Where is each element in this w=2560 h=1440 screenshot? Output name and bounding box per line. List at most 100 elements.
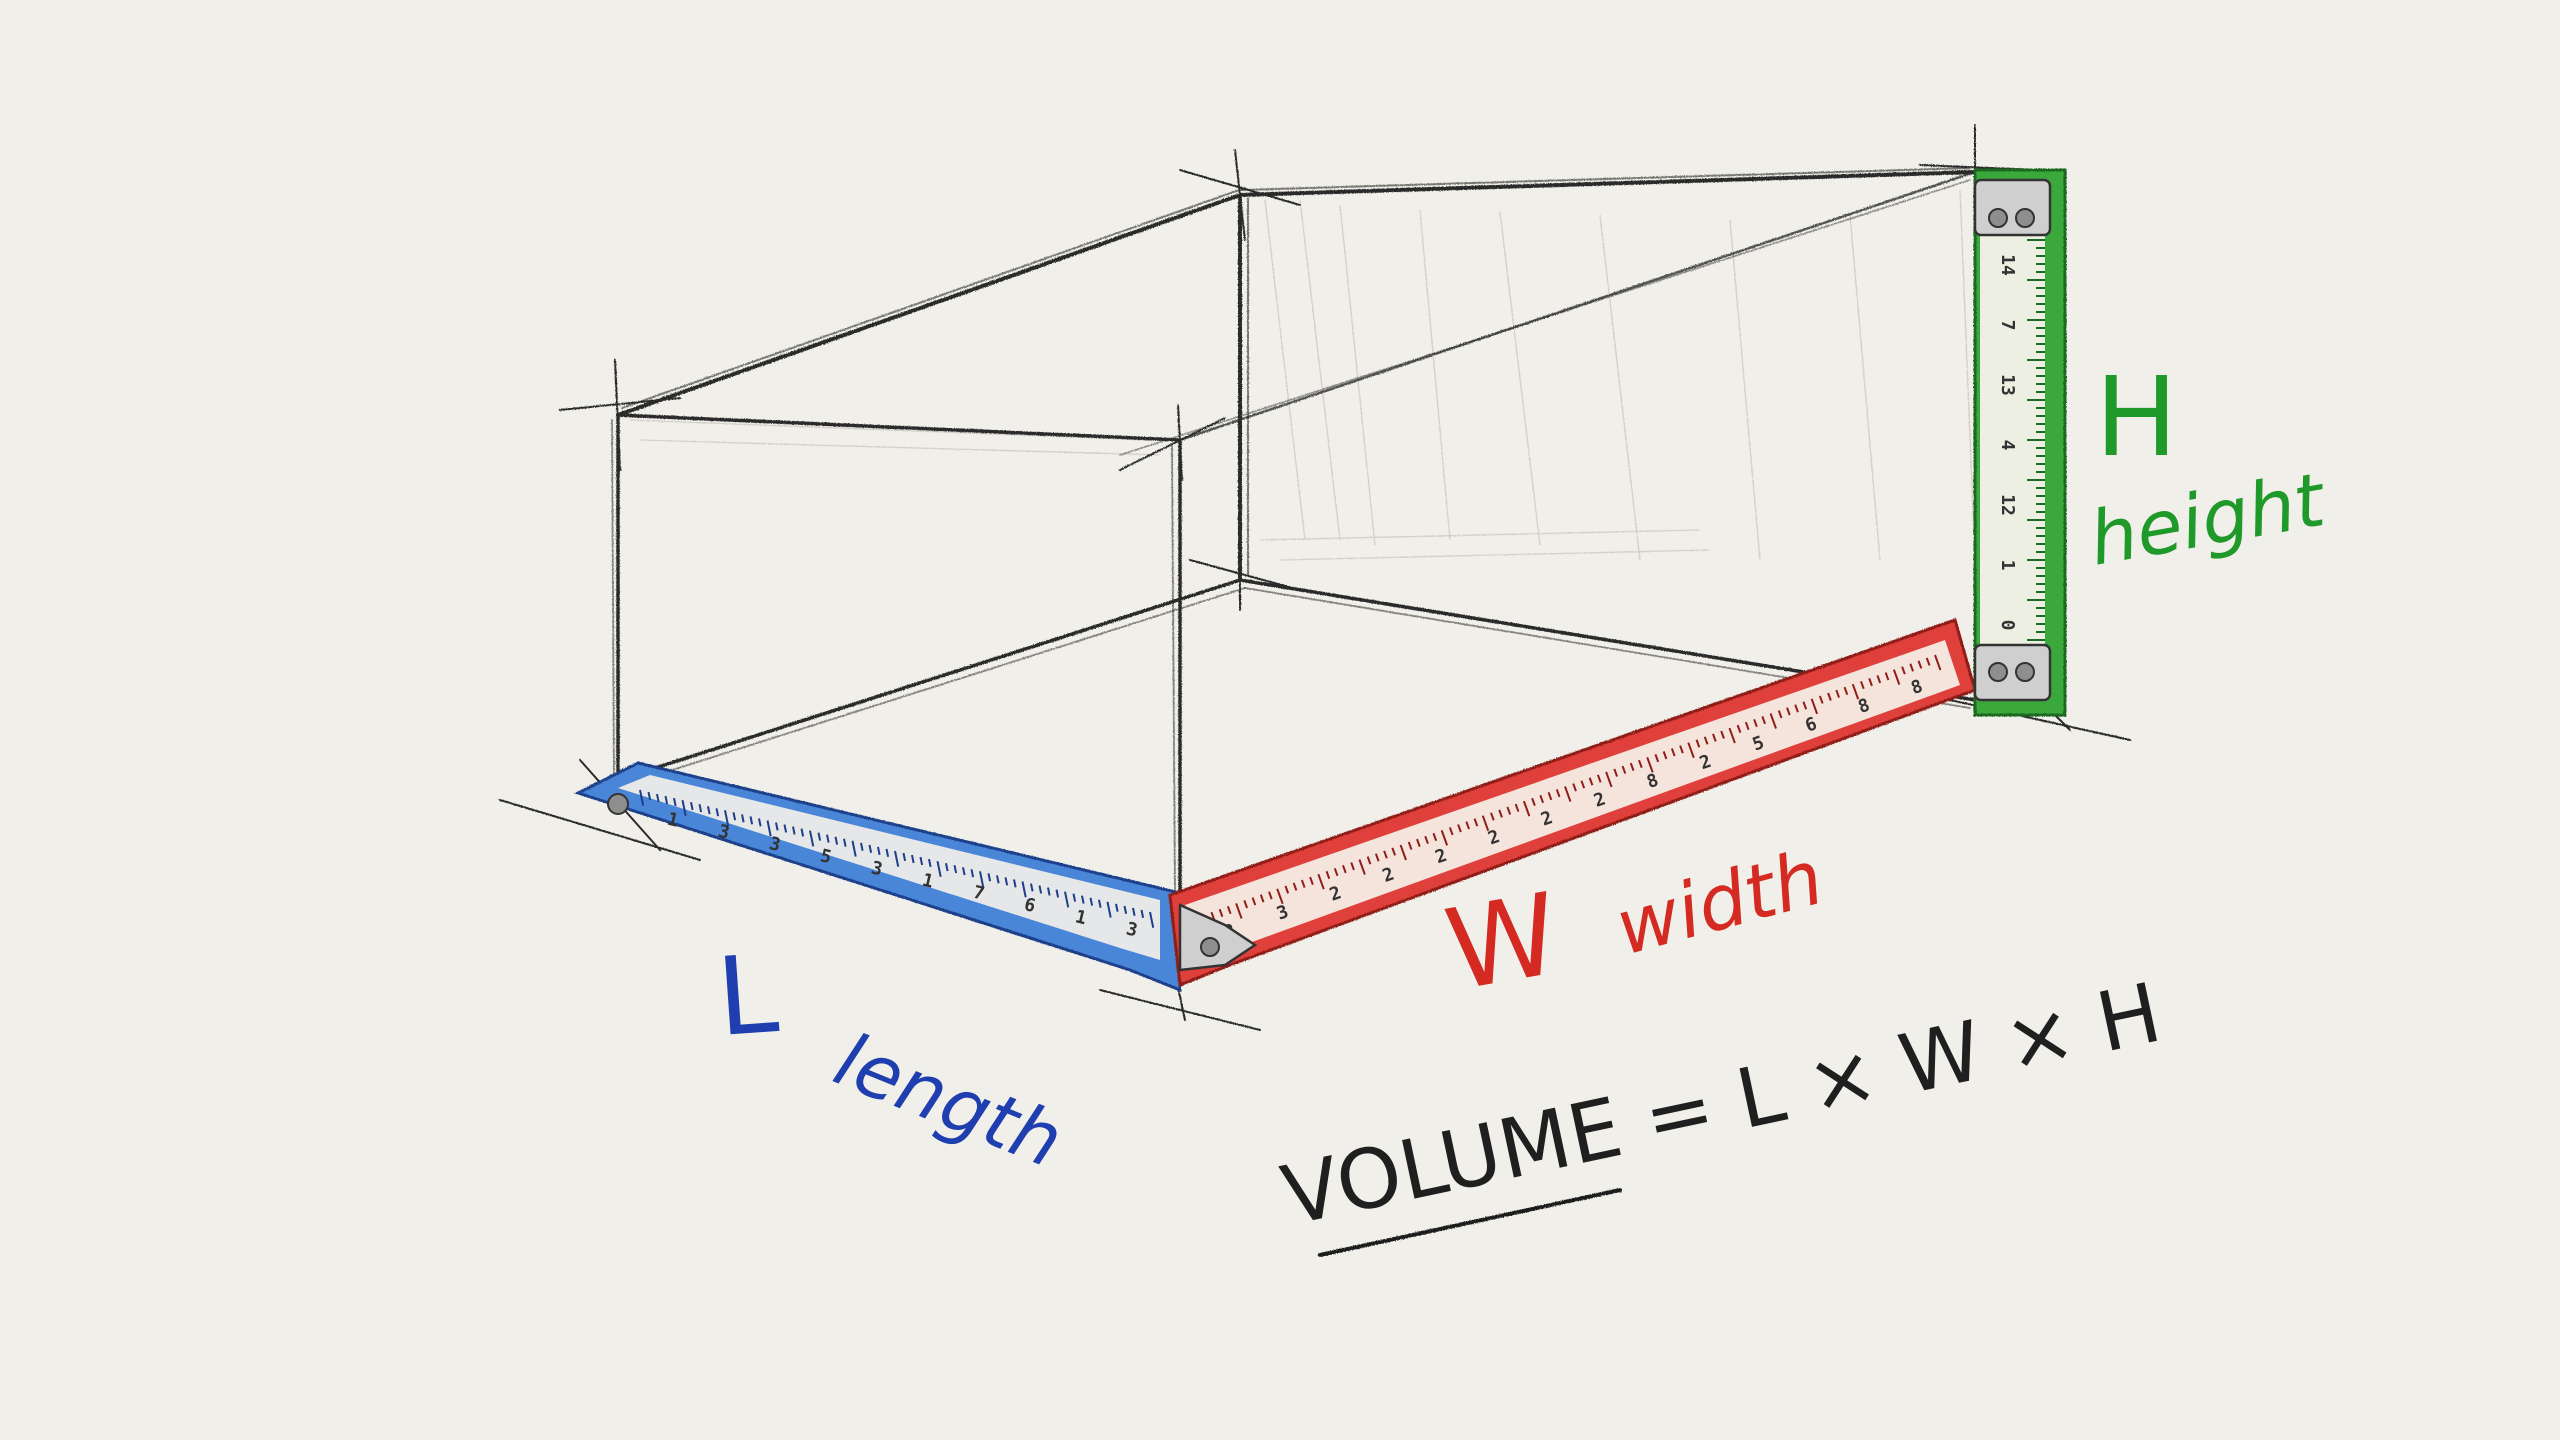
height-tape-top-clip [1973,178,2052,237]
ruler-tick [698,804,703,813]
ruler-tick [1531,797,1536,807]
ruler-tick [1149,911,1155,928]
edge-top-front [616,413,1182,442]
ruler-tick [783,824,788,833]
ruler-tick [1416,838,1421,847]
ruler-tick [673,797,677,807]
ruler-tick [1098,899,1102,908]
edge-bottom-back-left [616,578,1242,782]
ruler-tick [664,795,669,805]
ruler-number: 5 [818,845,833,868]
ruler-tick [639,789,645,806]
height-tape-bottom-rivet-2 [2015,662,2035,682]
ruler-number: 1 [665,809,680,832]
ruler-tick [1818,695,1824,704]
ruler-tick [758,818,762,827]
ruler-tick [1572,783,1577,792]
ruler-tick [1777,710,1783,719]
ruler-tick [1004,877,1009,886]
ruler-tick [1226,905,1232,915]
ruler-number: 12 [1997,494,2018,516]
ruler-tick [1613,768,1618,777]
ruler-tick [817,832,822,841]
ruler-tick [1835,689,1840,698]
ruler-tick [1366,856,1372,865]
ruler-tick [1506,806,1512,815]
ruler-tick [1605,771,1613,788]
ruler-tick [1089,897,1094,906]
ruler-tick [1268,891,1273,900]
ruler-tick [1013,879,1017,888]
ruler-tick [1498,809,1503,818]
ruler-tick [1132,907,1136,916]
ruler-tick [1072,893,1077,902]
ruler-number: 3 [767,833,782,856]
ruler-number: 3 [716,821,731,844]
length-symbol: L [713,932,782,1061]
ruler-tick [843,838,847,847]
ruler-number: 7 [1997,320,2018,331]
ruler-tick [656,793,660,803]
ruler-number: 7 [971,882,986,905]
ruler-tick [1555,789,1561,798]
ruler-tick [1490,812,1495,821]
ruler-tick [1115,903,1119,912]
ruler-tick [1884,672,1890,681]
ruler-tick [1465,821,1470,830]
ruler-tick [1843,686,1849,696]
ruler-number: 13 [1997,374,2018,396]
ruler-tick [792,826,796,835]
ruler-tick [826,834,830,843]
ruler-tick [1810,698,1819,715]
ruler-tick [1827,692,1832,701]
ruler-tick [1481,815,1490,832]
ruler-tick [741,814,745,823]
ruler-tick [1802,701,1808,710]
ruler-tick [1374,853,1380,862]
ruler-tick [1761,716,1766,725]
ruler-tick [1720,730,1725,739]
ruler-tick [1794,704,1799,713]
ruler-tick [1621,765,1627,774]
ruler-tick [724,810,730,827]
length-tape-rivet [607,793,629,815]
ruler-tick [800,828,805,837]
length-tick-marks [639,789,1155,928]
ruler-tick [766,820,772,837]
ruler-tick [1235,903,1243,919]
width-symbol: W [1437,869,1569,1016]
ruler-tick [1851,683,1860,700]
ruler-tick [1909,663,1914,672]
height-tape-bottom-clip [1973,643,2052,702]
edge-top-left [616,193,1242,417]
ruler-tick [1448,827,1454,836]
ruler-tick [1342,865,1347,874]
ruler-tick [1259,894,1265,903]
ruler-tick [919,856,924,866]
ruler-tick [1564,786,1572,802]
ruler-tick [1358,859,1366,875]
ruler-tick [1210,911,1216,921]
height-tick-marks [2027,239,2045,641]
ruler-tick [970,869,975,878]
ruler-number: 6 [1022,894,1037,917]
ruler-number: 0 [1997,620,2018,631]
ruler-tick [1868,678,1873,687]
shading-strokes [629,189,1976,561]
edge-top-back [1238,170,1977,197]
ruler-tick [1514,803,1520,812]
width-tape-face [1185,640,1960,965]
ruler-tick [979,871,985,888]
ruler-tick [1399,844,1407,861]
ruler-tick [1251,897,1257,906]
ruler-tick [681,799,687,817]
width-tape-measure: 23222222825688 [1168,618,1977,988]
ruler-tick [962,867,966,876]
ruler-tick [1140,909,1145,919]
ruler-tick [1218,908,1224,918]
ruler-tick [1547,792,1553,801]
ruler-number: 14 [1997,254,2018,276]
